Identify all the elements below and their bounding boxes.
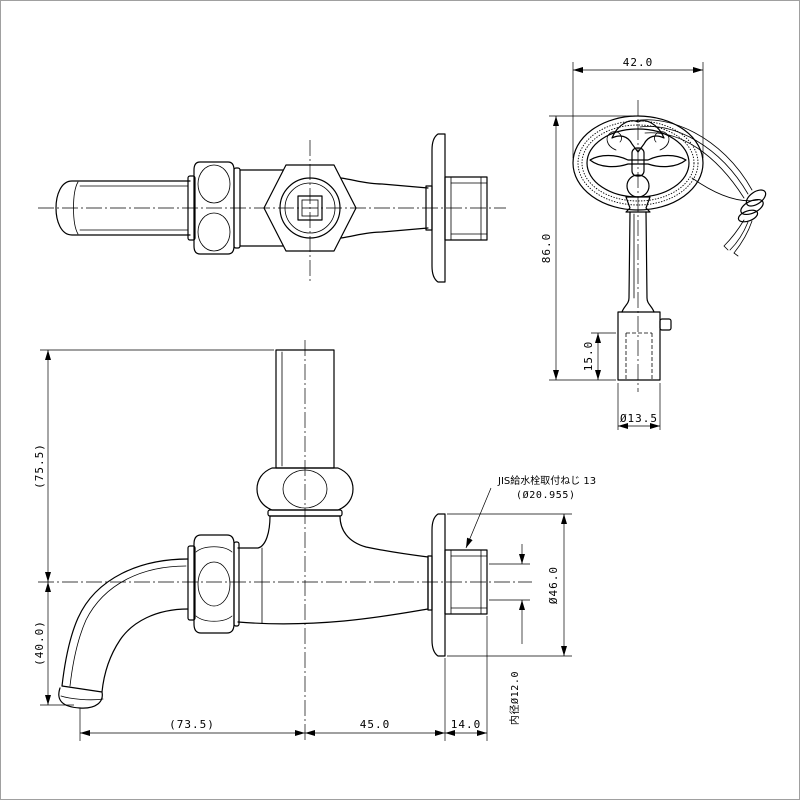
end-handle-center-bar — [631, 147, 645, 177]
cord-strand-1 — [633, 119, 753, 191]
plan-wall-flange — [431, 133, 446, 283]
cord-knot-loop-2 — [740, 198, 764, 216]
end-handle-outer-ring — [572, 115, 704, 211]
end-view: 42.0 86.0 15.0 Ø13.5 — [540, 56, 767, 430]
plan-spindle-outer-circle — [279, 177, 341, 239]
cord-tail-2 — [733, 220, 753, 257]
thread-note-size-label: (Ø20.955) — [516, 489, 576, 501]
front-spout-highlight — [69, 565, 187, 687]
plan-spout-nut-upper-face — [197, 164, 231, 204]
end-handle-cord — [633, 119, 767, 257]
front-spout-nut-center-face — [197, 561, 231, 607]
front-thread-fitting — [444, 549, 488, 615]
end-handle-crest — [611, 120, 665, 153]
front-riser-nut-center-face — [282, 469, 328, 509]
end-socket-set-screw — [659, 318, 672, 331]
dim-75-5-label: (75.5) — [33, 443, 46, 489]
plan-body-right — [340, 177, 429, 239]
plan-body-left — [239, 169, 284, 247]
dim-15-label: 15.0 — [582, 341, 595, 372]
plan-spindle-square-inner — [301, 199, 319, 217]
plan-thread-fitting — [444, 176, 488, 241]
front-spout-nut — [193, 534, 235, 634]
plan-spindle-square — [297, 195, 323, 221]
end-socket-hidden-bore — [625, 332, 653, 380]
dim-40-label: (40.0) — [33, 620, 46, 666]
cord-knot-loop-3 — [737, 209, 759, 223]
cord-strand-3 — [644, 132, 745, 199]
cord-knot-loop-1 — [745, 189, 767, 207]
plan-handle-hex-boss — [263, 164, 357, 252]
plan-spout-nut — [193, 161, 235, 255]
front-body — [237, 515, 429, 625]
plan-spout-tip-edge — [73, 181, 79, 235]
end-handle-crest-curl-right — [654, 131, 670, 151]
end-handle-bead-band-outer — [577, 120, 699, 206]
front-spout-tip-cap-band — [60, 695, 104, 701]
end-handle-bead-band-inner — [581, 124, 695, 202]
end-handle-neck — [625, 196, 651, 213]
front-spout-washer — [187, 545, 196, 621]
thread-note-leader — [465, 487, 492, 549]
dim-45-label: 45.0 — [360, 718, 391, 731]
end-handle-cross-arms — [589, 154, 687, 168]
dim-13-5-label: Ø13.5 — [620, 412, 658, 425]
plan-spout-washer — [187, 175, 196, 241]
dim-12-label: 内径Ø12.0 — [508, 671, 521, 725]
end-handle-crest-curl-left — [606, 131, 622, 151]
cord-strand-2 — [639, 125, 749, 195]
dim-46-label: Ø46.0 — [547, 566, 560, 604]
front-spout-outer-edge — [61, 558, 189, 687]
front-spout-inner-edge — [101, 608, 189, 693]
dim-86-label: 86.0 — [540, 233, 553, 264]
dim-42-label: 42.0 — [623, 56, 654, 69]
cord-tail-3 — [729, 221, 749, 251]
plan-spout-nut-lower-face — [197, 212, 231, 252]
plan-view — [38, 133, 506, 283]
front-spout-nut-lower-face — [195, 615, 233, 622]
front-wall-flange — [431, 513, 446, 657]
thread-note-label: JIS給水栓取付ねじ 13 — [497, 474, 596, 487]
cord-tail-1 — [723, 219, 745, 251]
plan-body-collar — [233, 167, 241, 249]
front-spout-nut-upper-face — [195, 546, 233, 553]
end-spindle-stem — [621, 211, 655, 313]
front-view: (75.5) (40.0) (73.5) 45.0 14.0 Ø46.0 内径Ø… — [33, 340, 596, 742]
plan-spout-tube — [55, 180, 191, 236]
front-body-collar — [233, 541, 240, 627]
plan-spindle-inner-circle — [284, 182, 336, 234]
end-spindle-socket — [617, 311, 661, 381]
dim-73-5-label: (73.5) — [169, 718, 215, 731]
dim-14-label: 14.0 — [451, 718, 482, 731]
